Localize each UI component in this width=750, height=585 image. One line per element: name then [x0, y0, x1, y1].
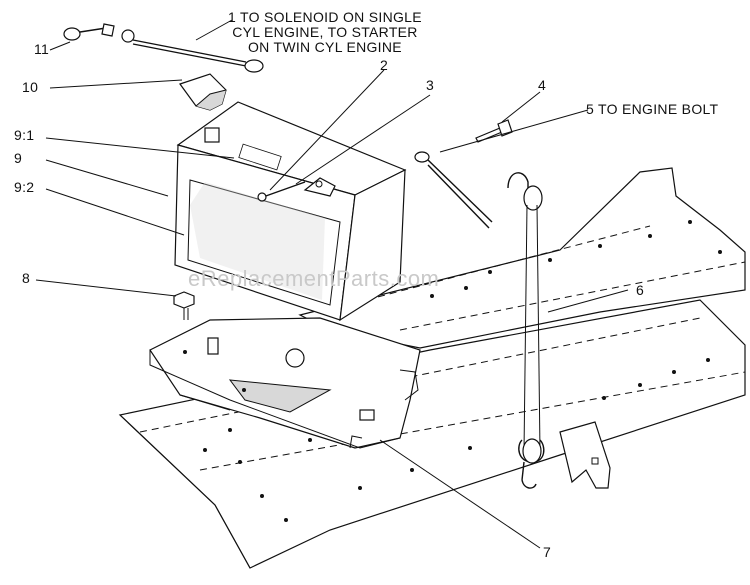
callout-4: 4	[538, 77, 547, 93]
callout-9-2: 9:2	[14, 179, 35, 195]
callout-1-line-1: TO SOLENOID ON SINGLE	[240, 9, 422, 25]
callout-1-line-3: ON TWIN CYL ENGINE	[247, 39, 402, 55]
cable-2	[257, 181, 306, 202]
ground-cable-5	[414, 151, 493, 229]
callout-5: 5 TO ENGINE BOLT	[586, 102, 718, 117]
callout-2: 2	[380, 57, 389, 73]
callout-5-text: TO ENGINE BOLT	[598, 101, 719, 117]
callout-3: 3	[426, 77, 435, 93]
battery	[174, 101, 407, 322]
callout-5-number: 5	[586, 101, 595, 117]
callout-1: 1 TO SOLENOID ON SINGLE CYL ENGINE, TO S…	[228, 10, 422, 55]
hold-down-rod-6	[507, 172, 545, 489]
lower-frame-rail	[118, 299, 746, 569]
leader-lines	[35, 19, 629, 549]
callout-8: 8	[22, 270, 31, 286]
bolt-4	[475, 119, 513, 143]
watermark: eReplacementParts.com	[188, 266, 440, 291]
side-bracket	[559, 421, 611, 489]
battery-tray	[149, 317, 421, 449]
callout-9-1: 9:1	[14, 127, 35, 143]
terminal-11	[63, 23, 115, 41]
callout-10: 10	[22, 79, 39, 95]
callout-9: 9	[14, 150, 23, 166]
callout-7: 7	[543, 544, 552, 560]
battery-cable-1	[121, 29, 264, 73]
callout-1-line-2: CYL ENGINE, TO STARTER	[232, 24, 418, 40]
callout-11: 11	[34, 41, 50, 57]
callout-6: 6	[636, 282, 645, 298]
bolt-8	[173, 291, 195, 320]
callout-1-number: 1	[228, 9, 237, 25]
terminal-cover-10	[179, 73, 227, 111]
